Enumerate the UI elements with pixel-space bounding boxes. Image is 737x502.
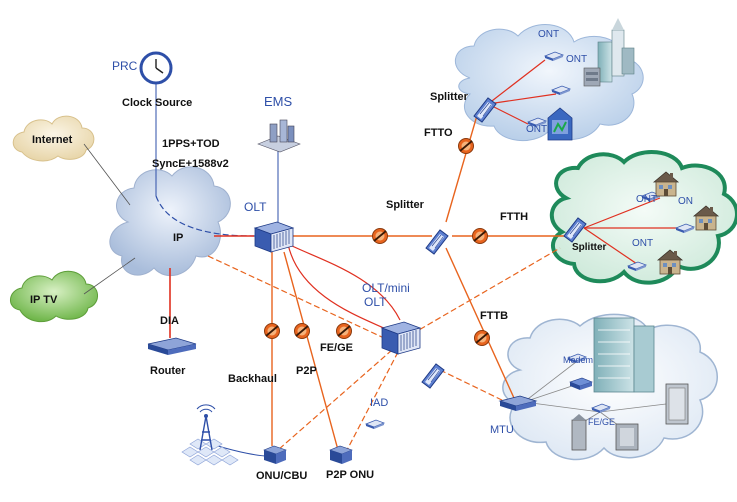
fe-ge-left-label: FE/GE	[320, 342, 353, 354]
iptv-label: IP TV	[30, 294, 58, 306]
splitter-mid-label: Splitter	[386, 199, 425, 211]
building-icon	[593, 317, 655, 393]
onu-cbu-label: ONU/CBU	[256, 470, 307, 482]
cloud-internet	[12, 115, 95, 162]
splitter-right-label: Splitter	[572, 242, 607, 253]
iad-label: IAD	[370, 397, 388, 409]
ont-mid-1-label: ONT	[636, 194, 657, 205]
ont-top-3-label: ONT	[526, 124, 547, 135]
ont-mid-3-label: ONT	[632, 238, 653, 249]
p2p-onu-label: P2P ONU	[326, 469, 374, 481]
links	[83, 59, 688, 457]
internet-label: Internet	[32, 134, 73, 146]
synce-label: SyncE+1588v2	[152, 158, 229, 170]
olt-mini-label-2: OLT	[364, 295, 387, 309]
prc-label: PRC	[112, 59, 138, 73]
cabinet-icon	[571, 383, 689, 451]
modem-label: Modem	[563, 355, 593, 365]
router-label: Router	[150, 365, 186, 377]
building-icon	[583, 18, 635, 87]
splitter-top-label: Splitter	[430, 91, 469, 103]
olt-mini-label-1: OLT/mini	[362, 281, 410, 295]
cloud-iptv	[10, 270, 98, 323]
clock-source-label: Clock Source	[122, 97, 192, 109]
splitter-icon	[421, 363, 445, 389]
dia-label: DIA	[160, 315, 179, 327]
fttb-label: FTTB	[480, 310, 508, 322]
ftth-label: FTTH	[500, 211, 528, 223]
fiber-connector-icon	[263, 137, 491, 347]
onu-device-icon	[329, 445, 353, 464]
p2p-label: P2P	[296, 365, 317, 377]
ftto-label: FTTO	[424, 127, 453, 139]
olt-chassis-icon	[253, 221, 295, 253]
olt-label: OLT	[244, 200, 267, 214]
fe-ge-right-label: FE/GE	[588, 417, 615, 427]
backhaul-label: Backhaul	[228, 373, 277, 385]
ont-top-1-label: ONT	[538, 29, 559, 40]
ip-label: IP	[173, 232, 183, 244]
ont-mid-2-label: ON	[678, 196, 693, 207]
clock-icon	[139, 51, 173, 85]
pps-tod-label: 1PPS+TOD	[162, 138, 220, 150]
onu-device-icon	[263, 445, 287, 464]
ems-label: EMS	[264, 94, 293, 109]
ont-device-icon	[365, 419, 385, 430]
mtu-label: MTU	[490, 424, 514, 436]
mtu-switch-icon	[569, 377, 593, 390]
cloud-ip	[109, 166, 231, 277]
ont-top-2-label: ONT	[566, 54, 587, 65]
cell-tower-icon	[181, 404, 239, 466]
router-icon	[147, 337, 197, 355]
mtu-switch-icon	[498, 395, 538, 411]
cloud-ftth	[550, 149, 737, 285]
building-icon	[547, 107, 573, 141]
splitter-icon	[425, 229, 449, 255]
ems-server-icon	[257, 119, 301, 153]
olt-chassis-icon	[380, 321, 422, 355]
